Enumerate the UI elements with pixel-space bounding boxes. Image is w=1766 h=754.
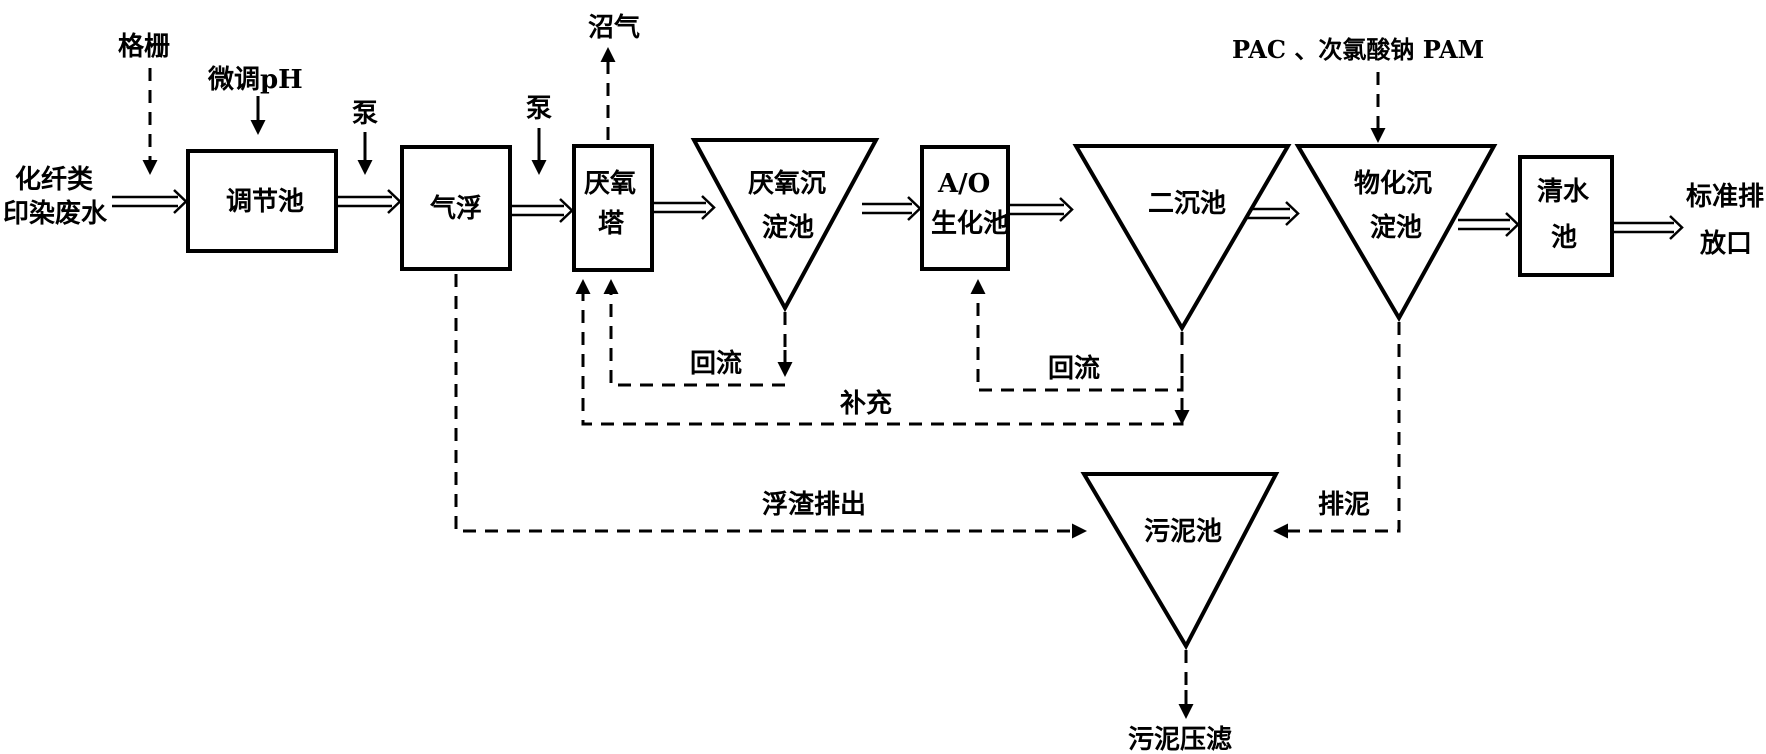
pump2-label: 泵 <box>526 94 552 124</box>
regulating-tank: 调节池 <box>186 149 338 253</box>
input-label-line2: 印染废水 <box>3 198 108 229</box>
sludge-discharge-label: 排泥 <box>1318 490 1370 520</box>
input-label-line1: 化纤类 <box>15 165 93 195</box>
supplement-line <box>575 279 1184 426</box>
supplement-label: 补充 <box>840 388 892 419</box>
output-label-line1: 标准排 <box>1686 182 1764 212</box>
secondary-settling-label: 二沉池 <box>1148 189 1226 219</box>
ph-label: 微调pH <box>207 64 303 95</box>
sludge-tank-label: 污泥池 <box>1144 517 1222 547</box>
ao-biochemical-tank: A/O 生化池 <box>920 145 1010 271</box>
physchem-settling-label-line2: 淀池 <box>1370 212 1422 243</box>
biogas-label: 沼气 <box>588 12 640 43</box>
air-flotation-unit: 气浮 <box>400 145 512 271</box>
physchem-settling-label-line1: 物化沉 <box>1354 169 1432 199</box>
physchem-settling-tank: 物化沉 淀池 <box>1294 144 1498 323</box>
ao-label-line2: 生化池 <box>931 209 1009 239</box>
anaerobic-tower-label-line1: 厌氧 <box>584 169 636 199</box>
clear-water-label-line2: 池 <box>1551 223 1577 253</box>
flow-settling-to-ao <box>862 196 922 221</box>
grid-label: 格栅 <box>118 31 170 62</box>
flow-tower-to-anaerobic-settling <box>653 195 716 220</box>
chemicals-label: PAC 、次氯酸钠 PAM <box>1232 35 1484 64</box>
sludge-tank: 污泥池 <box>1080 472 1280 651</box>
pump1-label: 泵 <box>352 99 378 129</box>
flow-flotation-to-anaerobic-tower <box>512 198 574 223</box>
anaerobic-tower: 厌氧 塔 <box>572 144 654 272</box>
sludge-press-label: 污泥压滤 <box>1128 725 1232 754</box>
secondary-settling-tank: 二沉池 <box>1072 144 1292 332</box>
reflux1-label: 回流 <box>690 349 742 379</box>
flow-physchem-to-clearwater <box>1458 212 1520 237</box>
output-label-line2: 放口 <box>1699 228 1752 259</box>
sludge-discharge-line <box>1273 322 1401 539</box>
anaerobic-tower-label-line2: 塔 <box>598 209 625 239</box>
anaerobic-settling-tank: 厌氧沉 淀池 <box>690 138 880 313</box>
reflux1-return-line <box>603 279 785 387</box>
anaerobic-settling-label-line1: 厌氧沉 <box>748 169 826 199</box>
air-flotation-label: 气浮 <box>429 193 482 224</box>
flow-regulating-to-flotation <box>338 189 402 214</box>
regulating-tank-label: 调节池 <box>226 187 304 217</box>
scum-discharge-label: 浮渣排出 <box>762 490 866 520</box>
ao-label-line1: A/O <box>937 169 990 199</box>
clear-water-label-line1: 清水 <box>1537 177 1590 207</box>
flow-clearwater-to-outlet <box>1614 215 1684 240</box>
clear-water-tank: 清水 池 <box>1518 155 1614 277</box>
flow-ao-to-secondary <box>1010 197 1074 222</box>
reflux2-line <box>970 279 1184 392</box>
flow-input-to-regulating <box>112 189 188 214</box>
reflux2-label: 回流 <box>1048 354 1100 384</box>
anaerobic-settling-label-line2: 淀池 <box>762 212 814 243</box>
